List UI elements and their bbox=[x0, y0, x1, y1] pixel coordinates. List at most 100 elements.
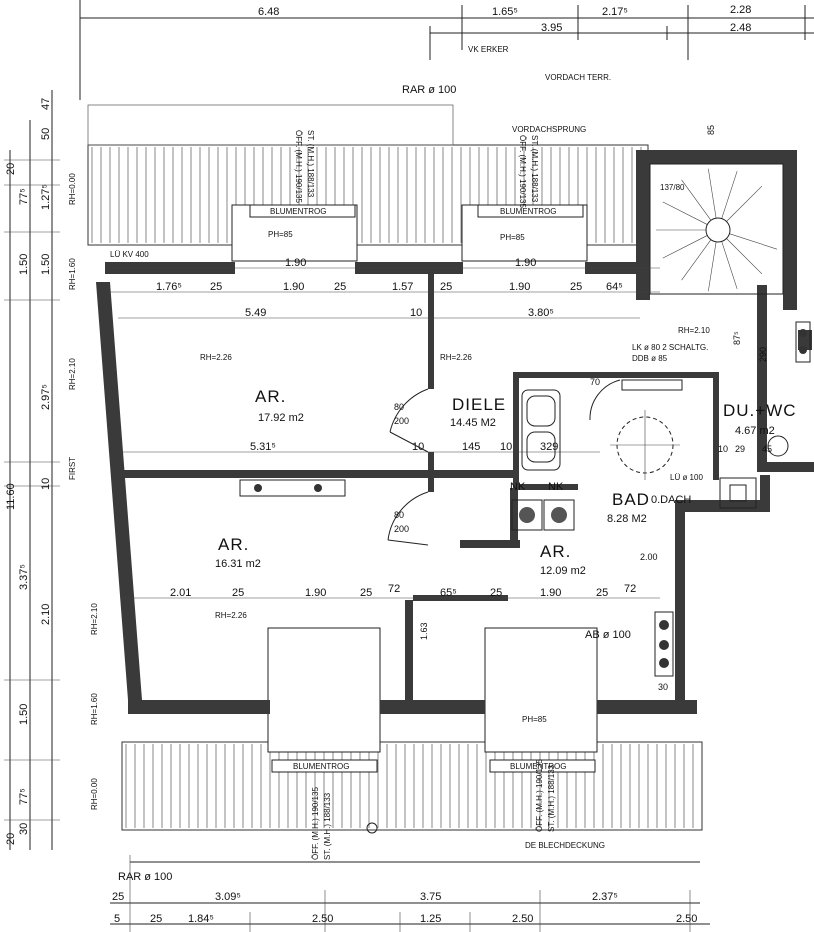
blumentrog-label-3: BLUMENTROG bbox=[293, 762, 349, 771]
door-dim-3: 80 bbox=[394, 510, 404, 520]
dim-bottom-11: 2.50 bbox=[676, 913, 697, 925]
room-ar3-area: 12.09 m2 bbox=[540, 565, 586, 577]
dim-bottom-8: 2.50 bbox=[312, 913, 333, 925]
dim-left-11: 3.37⁵ bbox=[18, 564, 30, 590]
dim-inner-26: 25 bbox=[490, 587, 502, 599]
dim-inner-5: 1.90 bbox=[283, 281, 304, 293]
label-rar-top: RAR ø 100 bbox=[402, 84, 456, 96]
label-rar-bottom: RAR ø 100 bbox=[118, 871, 172, 883]
annotations: VK ERKER RAR ø 100 VORDACH TERR. VORDACH… bbox=[110, 45, 772, 883]
label-ab-100: AB ø 100 bbox=[585, 629, 631, 641]
room-diele-area: 14.45 M2 bbox=[450, 417, 496, 429]
rh-label-1: RH=0.00 bbox=[68, 173, 77, 205]
label-vordachsprung: VORDACHSPRUNG bbox=[512, 125, 586, 134]
dim-inner-10: 25 bbox=[570, 281, 582, 293]
dim-bottom-2: 3.09⁵ bbox=[215, 891, 241, 903]
dim-inner-17: 145 bbox=[462, 441, 480, 453]
dim-200: 2.00 bbox=[640, 552, 658, 562]
dim-bottom-5: 5 bbox=[114, 913, 120, 925]
dim-top-3: 2.17⁵ bbox=[602, 6, 628, 18]
st-label-1: ST. (M.H.) 188/133 bbox=[306, 130, 315, 198]
roof-hatching-bottom bbox=[121, 741, 703, 831]
blumentrog-label-2: BLUMENTROG bbox=[500, 207, 556, 216]
dim-10: 10 bbox=[718, 444, 728, 454]
top-dimension-lines: 6.48 1.65⁵ 2.17⁵ 2.28 3.95 2.48 bbox=[79, 0, 814, 100]
dim-left-6: 1.50 bbox=[18, 254, 30, 275]
dim-85: 85 bbox=[706, 125, 716, 135]
rh-interior-2: RH=2.26 bbox=[440, 353, 472, 362]
dim-inner-24: 72 bbox=[388, 583, 400, 595]
stair-tread bbox=[708, 241, 717, 292]
dim-inner-20: 2.01 bbox=[170, 587, 191, 599]
oeff-label-2: ÖFF. (M.H.) 190/135 bbox=[518, 135, 527, 208]
label-vordach-terr: VORDACH TERR. bbox=[545, 73, 611, 82]
dim-inner-1: 1.90 bbox=[285, 257, 306, 269]
room-labels: AR. 17.92 m2 AR. 16.31 m2 AR. 12.09 m2 D… bbox=[215, 387, 797, 577]
rh-interior-4: RH=2.10 bbox=[678, 326, 710, 335]
stair-tread bbox=[681, 179, 712, 221]
dim-290: 290 bbox=[758, 347, 768, 362]
dim-left-9: 11.60 bbox=[5, 483, 17, 510]
dim-inner-23: 25 bbox=[360, 587, 372, 599]
label-blechdeckung: DE BLECHDECKUNG bbox=[525, 841, 605, 850]
rh-label-4: FIRST bbox=[68, 457, 77, 480]
dim-left-4: 77⁵ bbox=[18, 188, 30, 205]
dim-inner-3: 1.76⁵ bbox=[156, 281, 182, 293]
label-vk-erker: VK ERKER bbox=[468, 45, 509, 54]
dim-inner-4: 25 bbox=[210, 281, 222, 293]
stair-tread bbox=[721, 170, 738, 219]
walls bbox=[96, 150, 814, 714]
room-du-name: DU.+WC bbox=[723, 401, 797, 420]
dim-inner-19: 329 bbox=[540, 441, 558, 453]
stair-vk-label: 137/80 bbox=[660, 183, 685, 192]
blumentrog-label-1: BLUMENTROG bbox=[270, 207, 326, 216]
left-dimension-lines: 20 50 47 77⁵ 1.27⁵ 1.50 1.50 2.97⁵ 11.60… bbox=[4, 90, 60, 850]
rh-interior-1: RH=2.26 bbox=[200, 353, 232, 362]
dim-inner-14: 3.80⁵ bbox=[528, 307, 554, 319]
dim-bottom-10: 2.50 bbox=[512, 913, 533, 925]
dim-inner-21: 25 bbox=[232, 587, 244, 599]
st-label-2: ST. (M.H.) 188/133 bbox=[530, 135, 539, 203]
inner-dimensions: 1.90 1.90 1.76⁵ 25 1.90 25 1.57 25 1.90 … bbox=[110, 257, 660, 599]
room-bad-name: BAD bbox=[612, 490, 650, 509]
rh-label-2: RH=1.60 bbox=[68, 258, 77, 290]
dim-bottom-4: 2.37⁵ bbox=[592, 891, 618, 903]
height-labels-left: RH=0.00 RH=1.60 RH=2.10 FIRST RH=2.10 RH… bbox=[68, 173, 99, 810]
doors: 80 200 80 200 bbox=[387, 379, 621, 546]
dim-inner-22: 1.90 bbox=[305, 587, 326, 599]
dim-inner-18: 10 bbox=[500, 441, 512, 453]
dim-inner-9: 1.90 bbox=[509, 281, 530, 293]
dim-top-6: 2.48 bbox=[730, 22, 751, 34]
dim-inner-25: 65⁵ bbox=[440, 587, 457, 599]
room-bad-area: 8.28 M2 bbox=[607, 513, 647, 525]
dim-70: 70 bbox=[590, 377, 600, 387]
fixtures bbox=[239, 321, 811, 834]
dim-top-2: 1.65⁵ bbox=[492, 6, 518, 18]
bottom-dimension-lines: 25 3.09⁵ 3.75 2.37⁵ 5 25 1.84⁵ 2.50 1.25… bbox=[110, 855, 710, 932]
room-ar1-area: 17.92 m2 bbox=[258, 412, 304, 424]
dim-inner-28: 25 bbox=[596, 587, 608, 599]
label-nk-1: NK bbox=[510, 481, 526, 493]
label-ddb: DDB ø 85 bbox=[632, 354, 668, 363]
label-lk-80: LK ø 80 2 SCHALTG. bbox=[632, 343, 708, 352]
dim-inner-27: 1.90 bbox=[540, 587, 561, 599]
dim-163: 1.63 bbox=[419, 622, 429, 640]
stair-tread bbox=[721, 241, 738, 290]
dim-left-3: 47 bbox=[40, 98, 52, 110]
dim-left-1: 20 bbox=[5, 163, 17, 175]
dim-bottom-3: 3.75 bbox=[420, 891, 441, 903]
dim-left-13: 1.50 bbox=[18, 704, 30, 725]
st-label-4: ST. (M.H.) 188/133 bbox=[547, 764, 556, 832]
rh-label-6: RH=1.60 bbox=[90, 693, 99, 725]
dim-bottom-7: 1.84⁵ bbox=[188, 913, 214, 925]
stair-tread bbox=[708, 168, 717, 219]
dim-left-5: 1.27⁵ bbox=[40, 184, 52, 210]
dim-45: 45 bbox=[762, 444, 772, 454]
dim-87: 87⁵ bbox=[732, 331, 742, 345]
stair-tread bbox=[662, 201, 708, 225]
stair-tread bbox=[726, 238, 763, 275]
room-ar1-name: AR. bbox=[255, 387, 286, 406]
label-lu-100: LÜ ø 100 bbox=[670, 473, 703, 482]
ph-label-2: PH=85 bbox=[500, 233, 525, 242]
dim-inner-11: 64⁵ bbox=[606, 281, 623, 293]
